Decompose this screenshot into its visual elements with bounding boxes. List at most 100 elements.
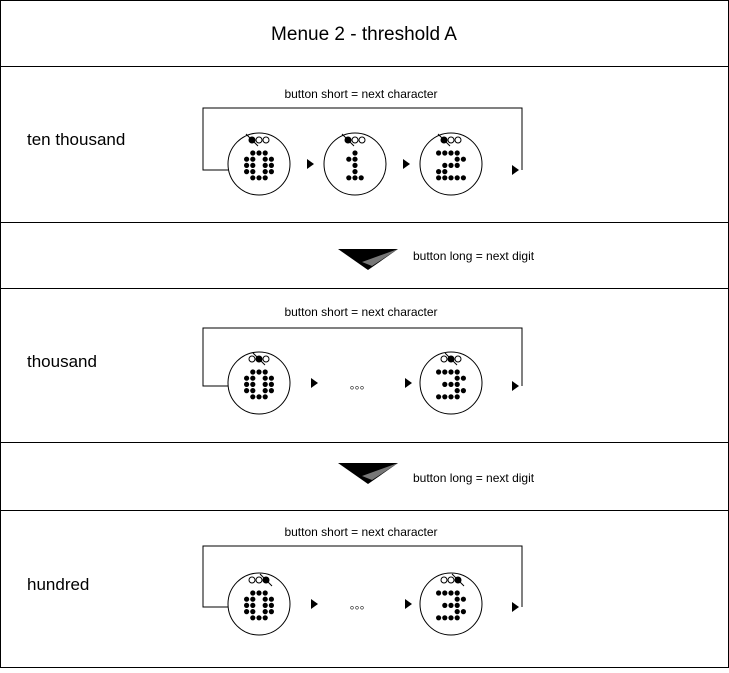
- matrix-dot: [244, 156, 250, 162]
- matrix-dot: [256, 175, 262, 181]
- matrix-dot: [436, 369, 442, 375]
- down-arrow-icon: [362, 463, 398, 480]
- arrow-right-icon: [405, 599, 412, 609]
- pointer-mark: [259, 573, 273, 587]
- matrix-dot: [262, 169, 268, 175]
- matrix-dot: [262, 369, 268, 375]
- display-state: [227, 132, 291, 196]
- indicator-led: [440, 355, 448, 363]
- matrix-dot: [268, 169, 274, 175]
- loop-caption: button short = next character: [284, 525, 437, 539]
- matrix-dot: [256, 590, 262, 596]
- matrix-dot: [256, 150, 262, 156]
- matrix-dot: [244, 162, 250, 168]
- matrix-dot: [460, 596, 466, 602]
- matrix-dot: [442, 169, 448, 175]
- matrix-dot: [250, 609, 256, 615]
- matrix-dot: [454, 609, 460, 615]
- matrix-dot: [250, 615, 256, 621]
- matrix-dot: [244, 381, 250, 387]
- matrix-dot: [436, 615, 442, 621]
- ellipsis: ◦◦◦: [350, 599, 365, 615]
- pointer-mark: [245, 133, 259, 147]
- matrix-dot: [352, 169, 358, 175]
- display-states: [202, 107, 523, 636]
- matrix-dot: [448, 150, 454, 156]
- matrix-dot: [346, 156, 352, 162]
- matrix-dot: [250, 175, 256, 181]
- matrix-dot: [262, 609, 268, 615]
- matrix-dot: [262, 602, 268, 609]
- matrix-dot: [454, 375, 460, 381]
- matrix-dot: [448, 175, 454, 181]
- matrix-dot: [250, 596, 256, 602]
- matrix-dot: [256, 615, 262, 621]
- matrix-dot: [244, 388, 250, 394]
- pointer-mark: [252, 352, 266, 366]
- matrix-dot: [250, 394, 256, 400]
- matrix-dot: [460, 609, 466, 615]
- matrix-dot: [268, 596, 274, 602]
- display-state: [323, 132, 387, 196]
- matrix-dot: [442, 590, 448, 596]
- indicator-led: [358, 136, 366, 144]
- matrix-dot: [448, 602, 454, 609]
- matrix-dot: [262, 381, 268, 387]
- arrow-right-icon: [512, 602, 519, 612]
- matrix-dot: [454, 369, 460, 375]
- matrix-dot: [250, 156, 256, 162]
- matrix-dot: [436, 394, 442, 400]
- matrix-dot: [442, 175, 448, 181]
- matrix-dot: [352, 150, 358, 156]
- arrow-right-icon: [403, 159, 410, 169]
- matrix-dot: [436, 169, 442, 175]
- pointer-mark: [451, 573, 465, 587]
- matrix-dot: [454, 175, 460, 181]
- matrix-dot: [460, 175, 466, 181]
- matrix-dot: [244, 375, 250, 381]
- indicator-led: [351, 136, 359, 144]
- matrix-dot: [268, 375, 274, 381]
- arrow-right-icon: [405, 378, 412, 388]
- matrix-dot: [436, 590, 442, 596]
- matrix-dot: [262, 596, 268, 602]
- matrix-dot: [250, 162, 256, 168]
- down-arrow-icon: [362, 249, 398, 266]
- matrix-dot: [454, 596, 460, 602]
- down-arrow-icon: [338, 249, 398, 270]
- matrix-dot: [352, 156, 358, 162]
- indicator-led: [255, 136, 263, 144]
- matrix-dot: [448, 162, 454, 168]
- indicator-led: [454, 355, 462, 363]
- display-state: [227, 351, 291, 415]
- matrix-dot: [268, 381, 274, 387]
- feedback-loop: [202, 545, 523, 608]
- matrix-dot: [442, 381, 448, 387]
- matrix-dot: [262, 375, 268, 381]
- matrix-dot: [352, 175, 358, 181]
- pointer-mark: [444, 352, 458, 366]
- matrix-dot: [352, 162, 358, 168]
- row-label-hundred: hundred: [27, 575, 89, 594]
- matrix-dot: [250, 369, 256, 375]
- matrix-dot: [268, 602, 274, 609]
- matrix-dot: [358, 175, 364, 181]
- matrix-dot: [442, 602, 448, 609]
- arrow-right-icon: [512, 165, 519, 175]
- matrix-dot: [454, 156, 460, 162]
- matrix-dot: [448, 369, 454, 375]
- matrix-dot: [448, 394, 454, 400]
- matrix-dot: [244, 169, 250, 175]
- arrow-right-icon: [311, 378, 318, 388]
- matrix-dot: [268, 609, 274, 615]
- indicator-led: [440, 576, 448, 584]
- indicator-led: [447, 136, 455, 144]
- loop-caption: button short = next character: [284, 305, 437, 319]
- indicator-led: [255, 576, 263, 584]
- matrix-dot: [460, 156, 466, 162]
- display-state: [419, 132, 483, 196]
- indicator-led: [262, 136, 270, 144]
- matrix-dot: [268, 388, 274, 394]
- matrix-dot: [256, 369, 262, 375]
